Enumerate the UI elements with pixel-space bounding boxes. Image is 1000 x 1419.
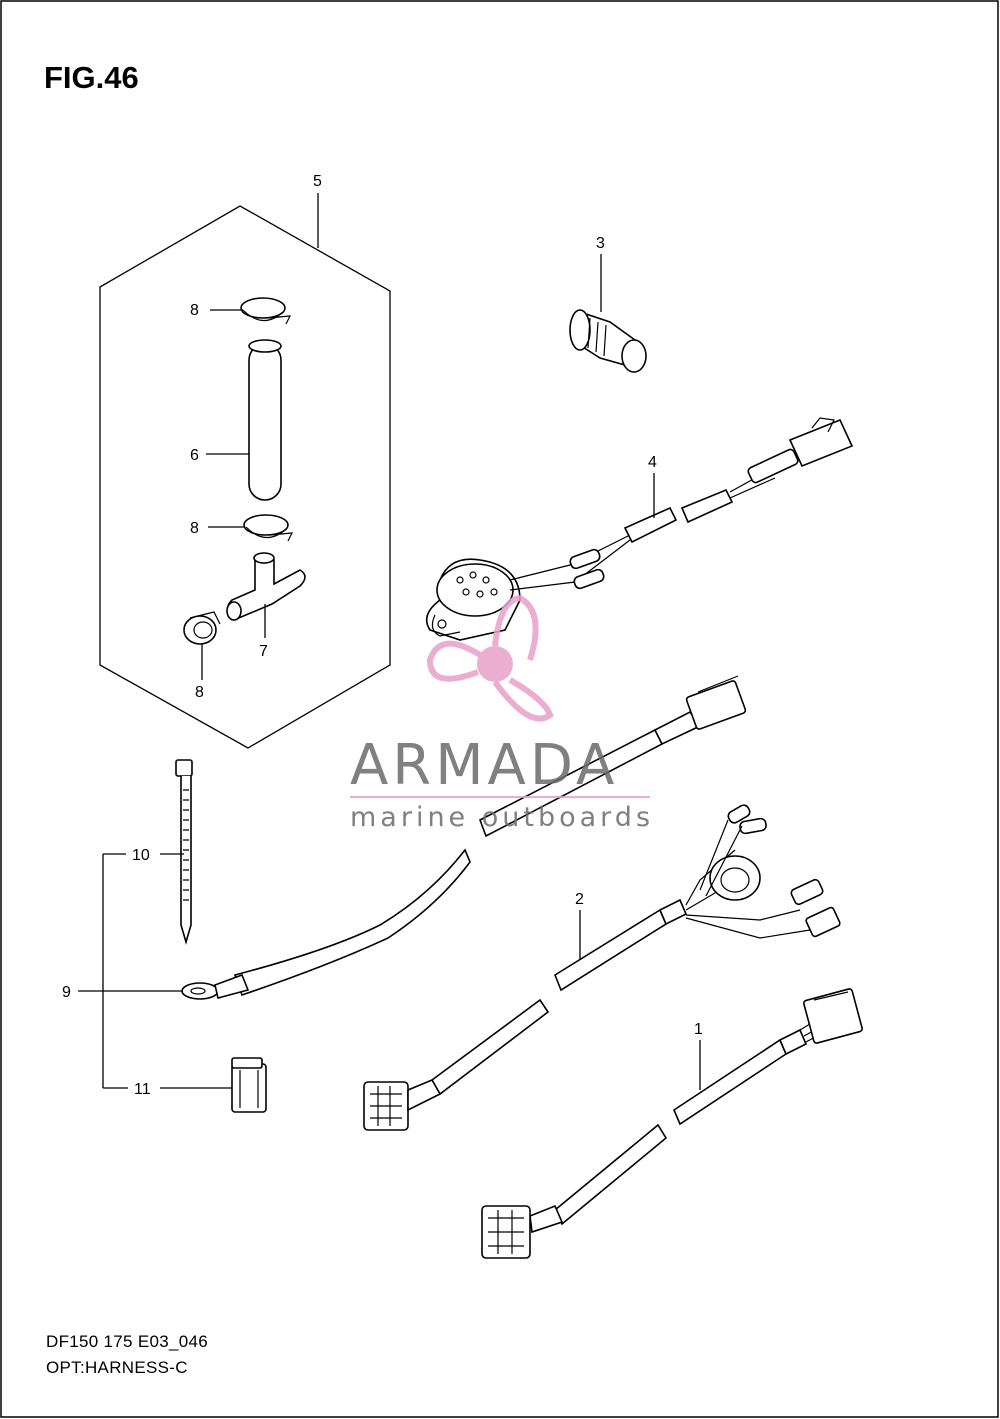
figure-code: DF150 175 E03_046 [46, 1332, 209, 1351]
hose-clamp-top[interactable] [240, 297, 292, 325]
callout-8-middle[interactable]: 8 [190, 520, 244, 537]
svg-text:8: 8 [190, 520, 199, 537]
fuse-11[interactable] [231, 1057, 267, 1113]
grommet-3[interactable] [569, 309, 647, 373]
svg-text:8: 8 [190, 302, 199, 319]
svg-text:7: 7 [259, 643, 268, 660]
figure-name: OPT:HARNESS-C [46, 1358, 188, 1377]
ground-wire-9[interactable] [181, 848, 471, 1000]
tee-joint-7[interactable] [226, 552, 306, 621]
callout-2[interactable]: 2 [575, 891, 584, 960]
hose-clamp-bottom[interactable] [183, 611, 221, 645]
svg-text:9: 9 [62, 984, 71, 1001]
callout-4[interactable]: 4 [648, 454, 657, 518]
callout-6[interactable]: 6 [190, 447, 249, 464]
svg-text:1: 1 [694, 1021, 703, 1038]
svg-text:4: 4 [648, 454, 657, 471]
buzzer-harness-4[interactable] [425, 417, 854, 641]
callout-5[interactable]: 5 [313, 173, 322, 248]
harness-1[interactable] [481, 988, 863, 1259]
svg-text:10: 10 [132, 847, 150, 864]
svg-text:2: 2 [575, 891, 584, 908]
callout-8-bottom[interactable]: 8 [195, 644, 204, 701]
svg-text:5: 5 [313, 173, 322, 190]
propeller-logo-icon [426, 594, 554, 722]
callout-7[interactable]: 7 [259, 604, 268, 660]
watermark-tagline: marine outboards [350, 802, 654, 833]
svg-text:6: 6 [190, 447, 199, 464]
callout-1[interactable]: 1 [694, 1021, 703, 1090]
hose-6[interactable] [248, 339, 282, 501]
cable-tie-10[interactable] [175, 759, 193, 945]
harness-segment-upper[interactable] [479, 675, 747, 838]
callout-11[interactable]: 11 [103, 1081, 232, 1098]
svg-text:3: 3 [596, 235, 605, 252]
svg-text:8: 8 [195, 684, 204, 701]
callout-10[interactable]: 10 [103, 847, 184, 864]
svg-text:11: 11 [134, 1081, 151, 1098]
kit-outline-5 [99, 205, 391, 749]
callout-8-top[interactable]: 8 [190, 302, 243, 319]
harness-2[interactable] [363, 803, 841, 1131]
hose-clamp-middle[interactable] [243, 514, 294, 542]
callout-9[interactable]: 9 [62, 984, 182, 1001]
watermark: ARMADA marine outboards [350, 594, 654, 833]
watermark-brand: ARMADA [350, 733, 618, 798]
figure-title: FIG.46 [44, 60, 139, 95]
callout-3[interactable]: 3 [596, 235, 605, 312]
